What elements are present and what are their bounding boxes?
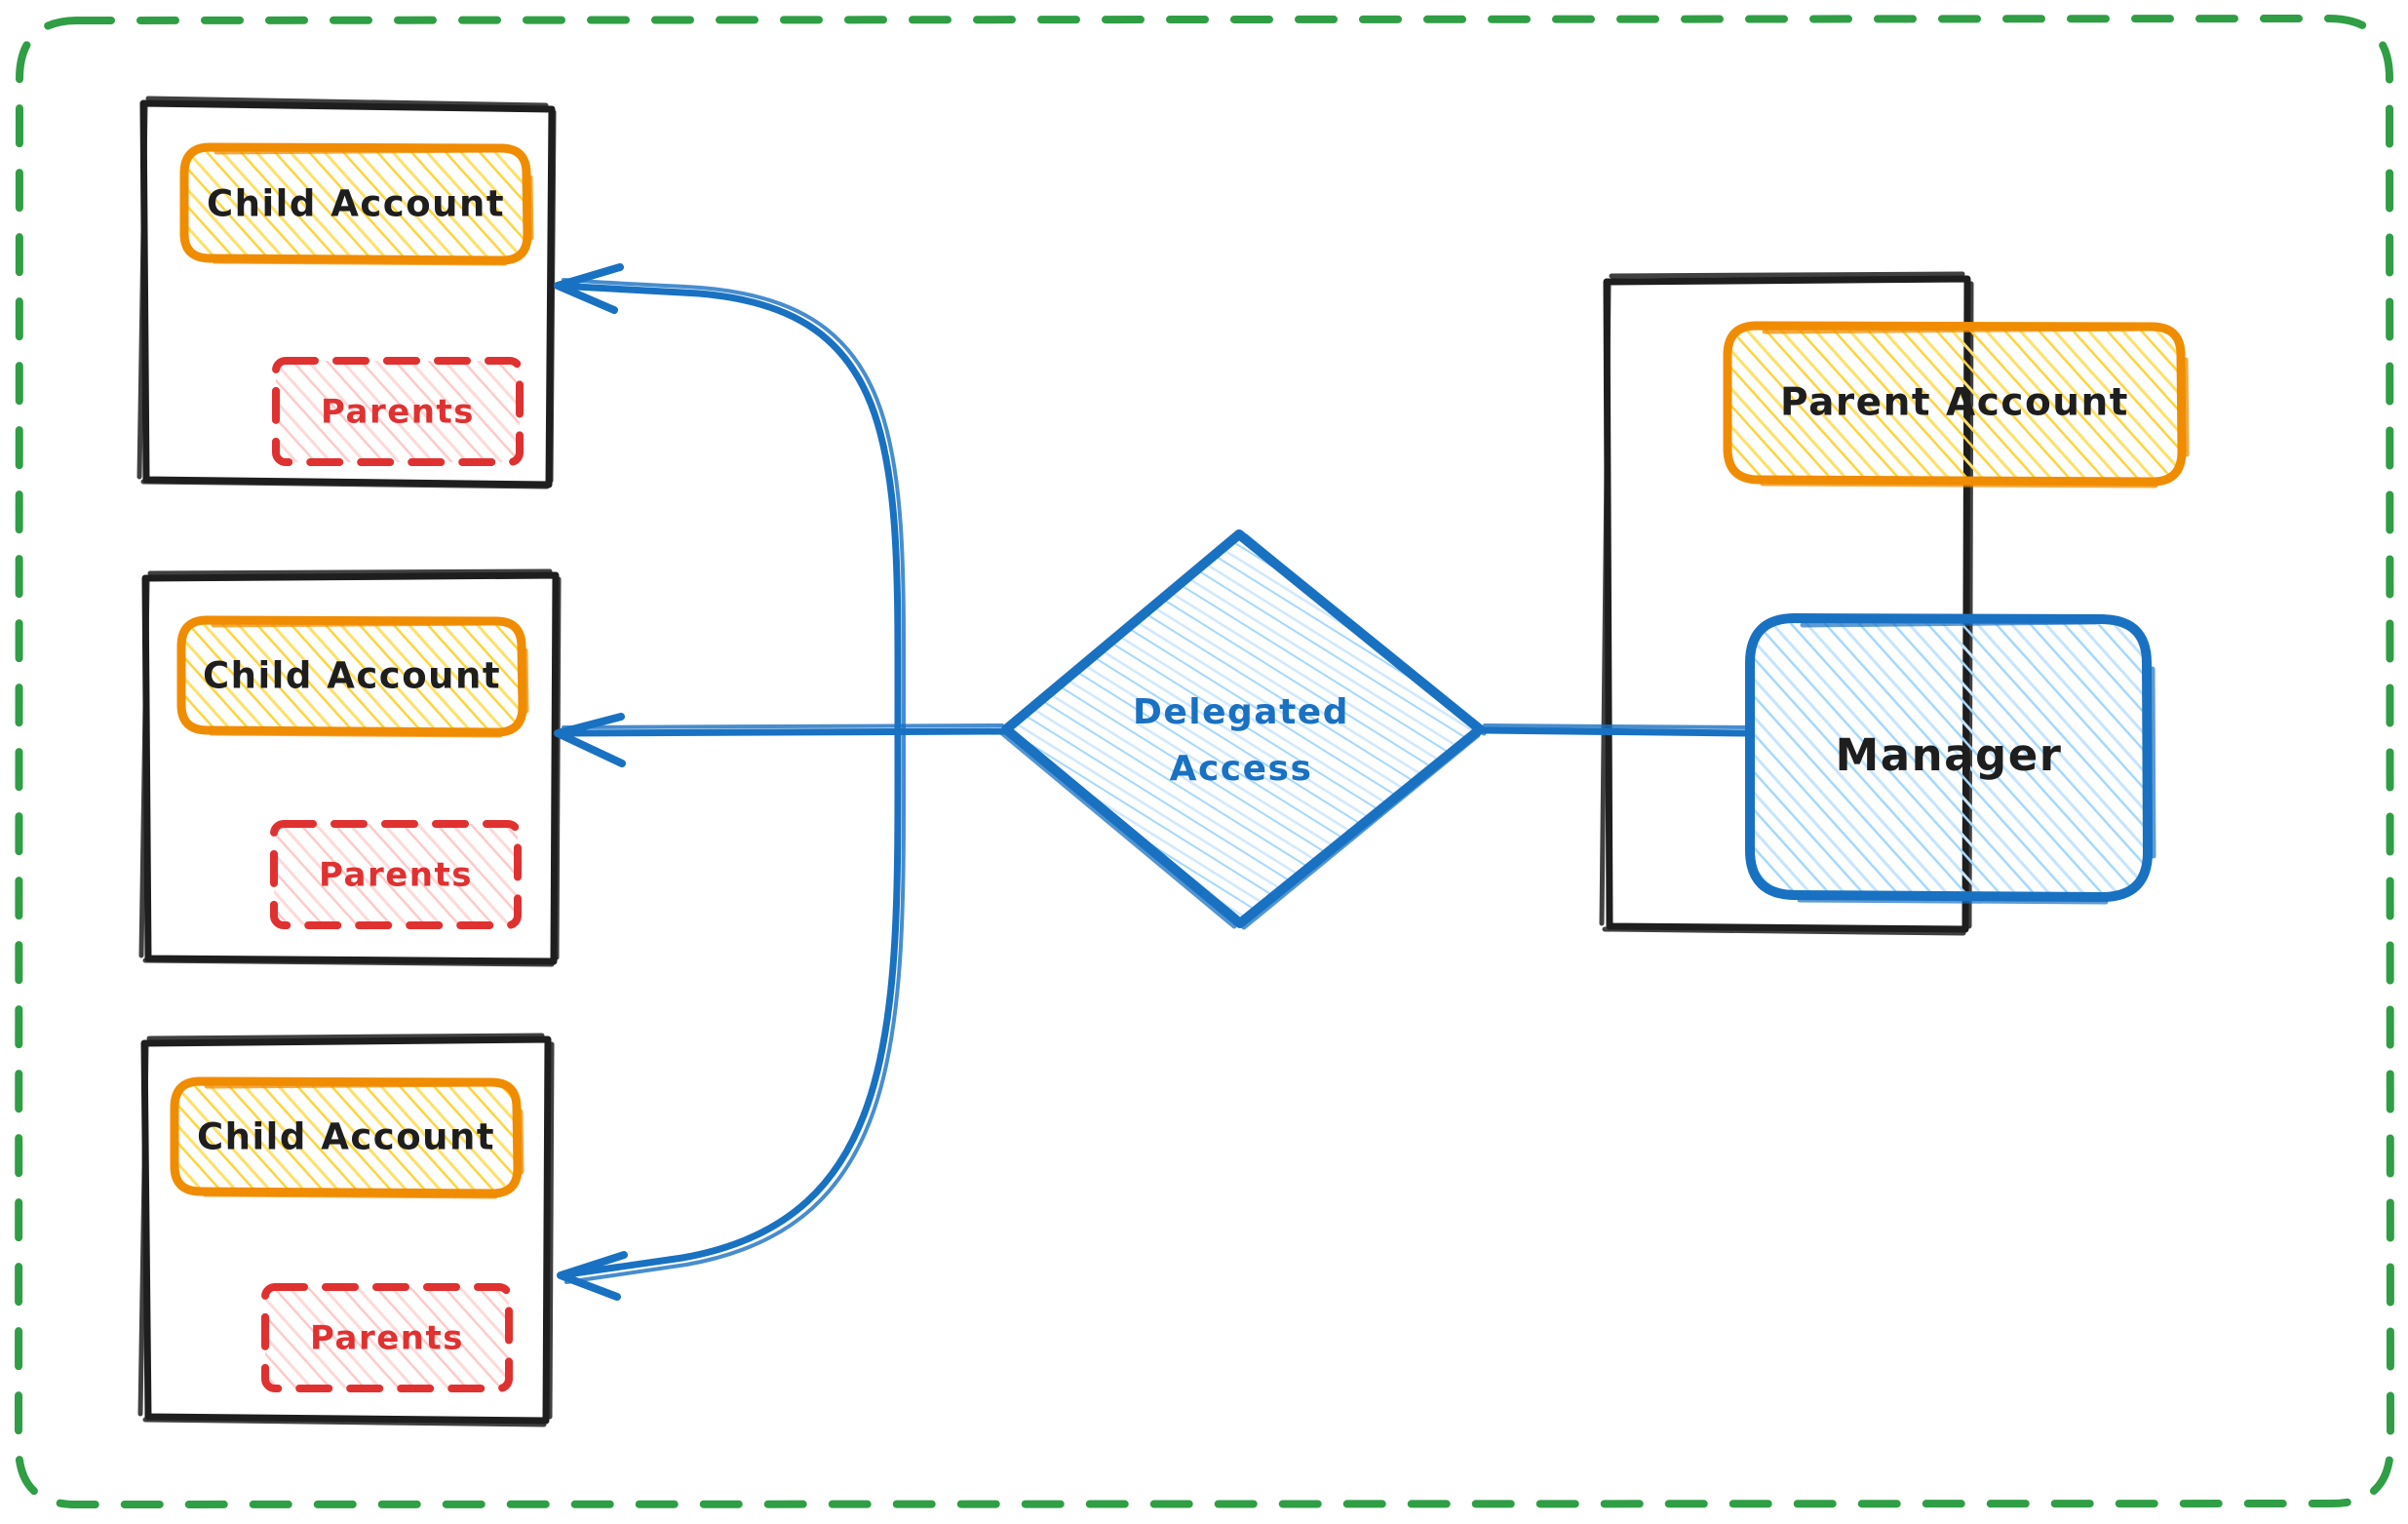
gateway-to-child-1-connector <box>554 263 907 733</box>
gateway-to-child-3-connector <box>557 727 907 1301</box>
organization-boundary <box>14 14 2395 1509</box>
parents-label-1: Parents <box>321 393 475 432</box>
parents-label-2: Parents <box>319 856 473 895</box>
child-account-label-3: Child Account <box>197 1116 495 1158</box>
child-account-node-2[interactable]: Child Account <box>176 615 529 738</box>
child-account-container-3[interactable]: Child Account Parents <box>137 1033 555 1427</box>
parent-account-label: Parent Account <box>1780 381 2129 425</box>
manager-node[interactable]: Manager <box>1745 613 2156 905</box>
gateway-label-line-2: Access <box>1170 749 1313 789</box>
parent-account-container[interactable]: Parent Account Manager <box>1599 271 2190 936</box>
gateway-to-child-2-connector <box>554 713 1009 767</box>
parents-node-1[interactable]: Parents <box>272 357 524 466</box>
manager-label: Manager <box>1836 729 2063 781</box>
child-account-label-2: Child Account <box>203 655 501 697</box>
child-account-label-1: Child Account <box>207 183 505 225</box>
gateway-label-line-1: Delegated <box>1133 692 1349 732</box>
delegated-access-gateway[interactable]: Delegated Access <box>999 529 1487 930</box>
child-account-container-1[interactable]: Child Account Parents <box>136 96 557 489</box>
child-account-container-2[interactable]: Child Account Parents <box>138 568 562 967</box>
child-account-node-3[interactable]: Child Account <box>170 1076 524 1199</box>
parents-node-2[interactable]: Parents <box>270 820 522 929</box>
manager-to-gateway-connector <box>1477 723 1754 737</box>
child-account-node-1[interactable]: Child Account <box>179 142 534 266</box>
parent-account-node[interactable]: Parent Account <box>1723 321 2190 488</box>
parents-label-3: Parents <box>310 1319 464 1358</box>
parents-node-3[interactable]: Parents <box>261 1283 513 1392</box>
